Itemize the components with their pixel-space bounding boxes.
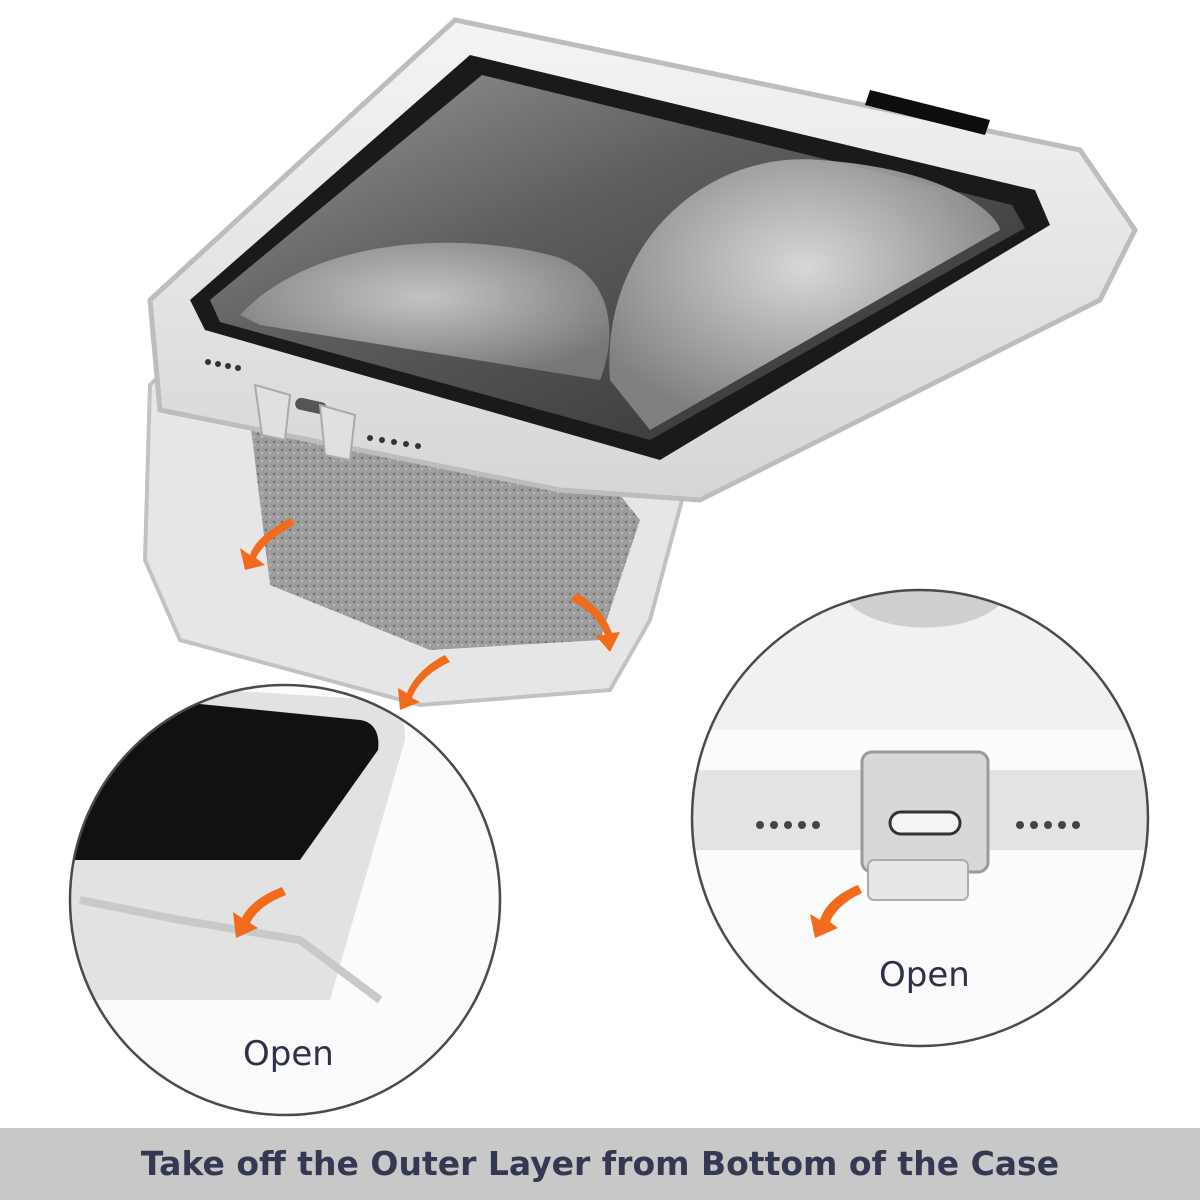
caption-text: Take off the Outer Layer from Bottom of … (140, 1144, 1060, 1183)
open-label-right: Open (879, 955, 970, 995)
caption-banner: Take off the Outer Layer from Bottom of … (0, 1128, 1200, 1200)
curved-arrow-icon (810, 885, 862, 938)
phone-case-main (142, 17, 1138, 708)
curved-arrow-icon (233, 887, 286, 938)
zoom-circle-left (68, 683, 502, 1117)
open-label-left: Open (243, 1034, 334, 1074)
curved-arrow-icon (240, 518, 620, 710)
